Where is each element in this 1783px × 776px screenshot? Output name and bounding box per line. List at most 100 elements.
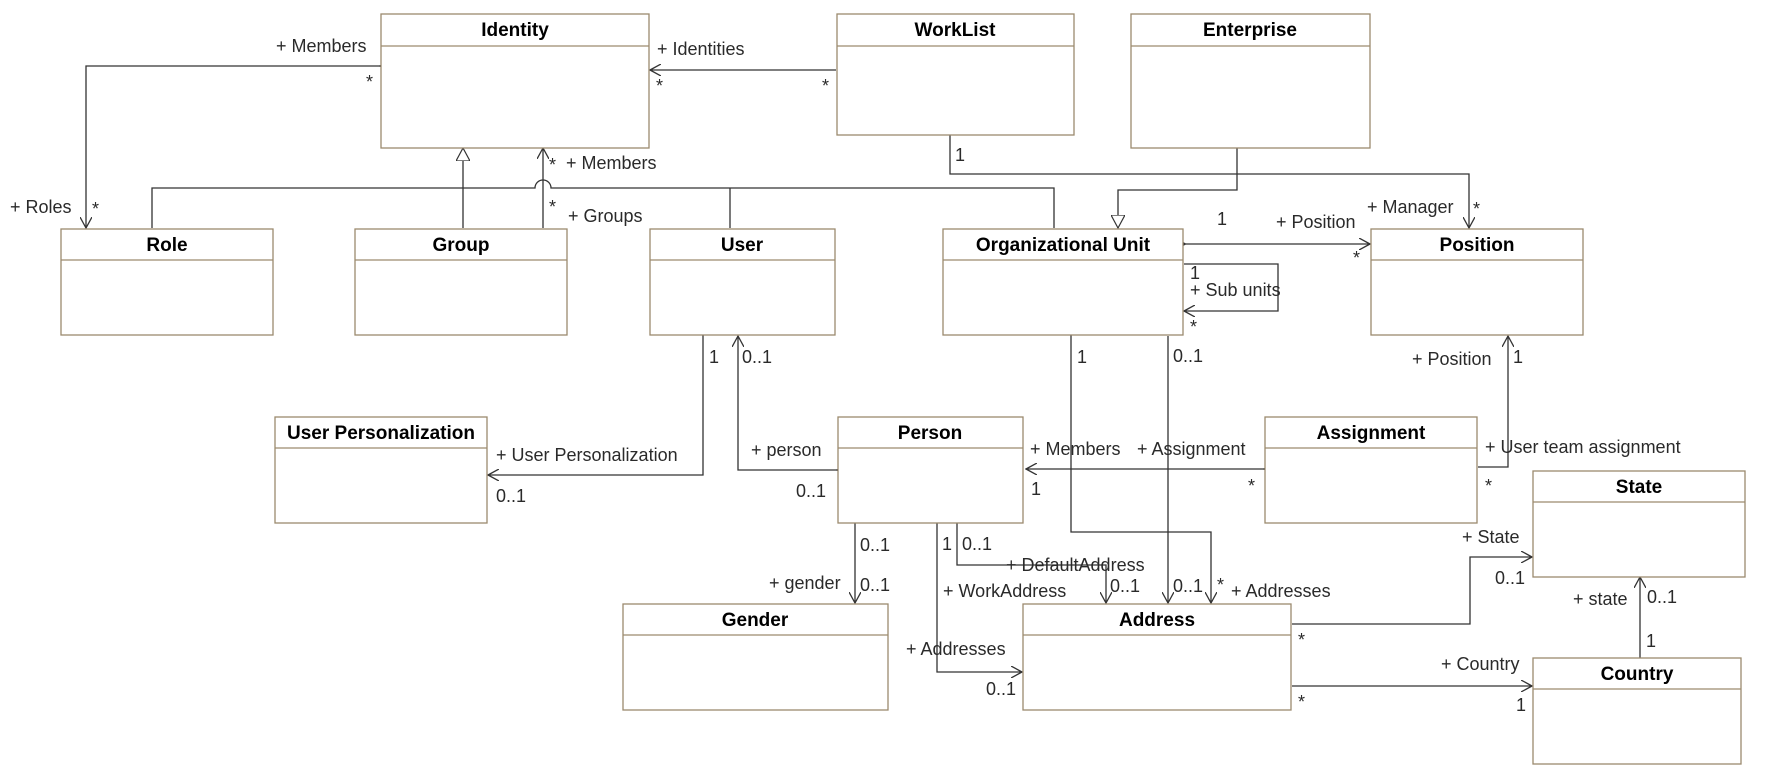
label-position: + Position xyxy=(1276,212,1356,232)
label-multiplicity: 0..1 xyxy=(742,347,772,367)
edge-identity-role xyxy=(86,66,380,228)
class-assignment[interactable]: Assignment xyxy=(1264,416,1478,524)
label-multiplicity: 1 xyxy=(1513,347,1523,367)
label-gender: + gender xyxy=(769,573,841,593)
associations xyxy=(86,66,1640,686)
label-multiplicity: * xyxy=(1217,575,1224,595)
label-multiplicity: 0..1 xyxy=(860,575,890,595)
label-state-lower: + state xyxy=(1573,589,1628,609)
class-title: Role xyxy=(146,235,187,256)
label-multiplicity: 1 xyxy=(1077,347,1087,367)
class-title: Organizational Unit xyxy=(976,235,1151,256)
class-worklist[interactable]: WorkList xyxy=(836,13,1075,136)
class-title: Person xyxy=(898,423,962,444)
label-multiplicity: 1 xyxy=(955,145,965,165)
class-person[interactable]: Person xyxy=(837,416,1024,524)
edge-user-person xyxy=(738,336,837,470)
edge-user-personalization xyxy=(488,336,703,475)
class-title: Enterprise xyxy=(1203,20,1297,41)
label-default-address: + DefaultAddress xyxy=(1006,555,1145,575)
label-multiplicity: 1 xyxy=(1031,479,1041,499)
label-multiplicity: 1 xyxy=(1646,631,1656,651)
class-enterprise[interactable]: Enterprise xyxy=(1130,13,1371,149)
label-multiplicity: 0..1 xyxy=(1495,568,1525,588)
label-multiplicity: 0..1 xyxy=(1173,346,1203,366)
class-identity[interactable]: Identity xyxy=(380,13,650,149)
label-multiplicity: * xyxy=(1473,199,1480,219)
label-identities: + Identities xyxy=(657,39,745,59)
class-address[interactable]: Address xyxy=(1022,603,1292,711)
class-title: Position xyxy=(1440,235,1515,256)
class-organizational-unit[interactable]: Organizational Unit xyxy=(942,228,1184,336)
label-work-address: + WorkAddress xyxy=(943,581,1066,601)
label-manager: + Manager xyxy=(1367,197,1454,217)
class-title: Identity xyxy=(481,20,549,41)
label-multiplicity: 0..1 xyxy=(860,535,890,555)
generalization-identity-tree xyxy=(151,179,1055,228)
class-gender[interactable]: Gender xyxy=(622,603,889,711)
class-title: Country xyxy=(1601,664,1674,685)
label-state: + State xyxy=(1462,527,1520,547)
class-title: User Personalization xyxy=(287,423,475,444)
label-position: + Position xyxy=(1412,349,1492,369)
label-multiplicity: 1 xyxy=(1217,209,1227,229)
generalization-enterprise-orgunit xyxy=(1118,148,1238,228)
edge-worklist-position xyxy=(949,135,1469,228)
label-multiplicity: 1 xyxy=(709,347,719,367)
label-multiplicity: 1 xyxy=(1190,263,1200,283)
edge-person-work-address xyxy=(937,523,1022,672)
label-multiplicity: 1 xyxy=(1516,695,1526,715)
label-multiplicity: 0..1 xyxy=(496,486,526,506)
class-group[interactable]: Group xyxy=(354,228,568,336)
class-role[interactable]: Role xyxy=(60,228,274,336)
label-groups: + Groups xyxy=(568,206,643,226)
label-multiplicity: * xyxy=(92,199,99,219)
label-user-personalization: + User Personalization xyxy=(496,445,678,465)
label-multiplicity: * xyxy=(1298,692,1305,712)
label-members: + Members xyxy=(276,36,367,56)
label-multiplicity: * xyxy=(549,197,556,217)
label-multiplicity: * xyxy=(656,76,663,96)
association-labels: + Members + Identities * * * + Roles * +… xyxy=(10,36,1681,715)
label-country: + Country xyxy=(1441,654,1520,674)
edge-orgunit-address xyxy=(1071,336,1211,603)
label-multiplicity: * xyxy=(1298,630,1305,650)
label-members: + Members xyxy=(1030,439,1121,459)
label-multiplicity: 0..1 xyxy=(1647,587,1677,607)
label-members: + Members xyxy=(566,153,657,173)
label-multiplicity: 0..1 xyxy=(962,534,992,554)
class-title: Group xyxy=(433,235,490,256)
label-person: + person xyxy=(751,440,822,460)
edge-assignment-position xyxy=(1478,336,1508,468)
label-multiplicity: * xyxy=(366,72,373,92)
label-sub-units: + Sub units xyxy=(1190,280,1281,300)
class-title: WorkList xyxy=(915,20,997,41)
class-country[interactable]: Country xyxy=(1532,657,1742,765)
class-title: Address xyxy=(1119,610,1195,631)
label-multiplicity: 0..1 xyxy=(796,481,826,501)
class-position[interactable]: Position xyxy=(1370,228,1584,336)
label-multiplicity: * xyxy=(1353,248,1360,268)
edge-orgunit-subunits xyxy=(1184,263,1279,311)
class-user-personalization[interactable]: User Personalization xyxy=(274,416,488,524)
class-state[interactable]: State xyxy=(1532,470,1746,578)
label-multiplicity: * xyxy=(1485,476,1492,496)
class-title: User xyxy=(721,235,764,256)
label-addresses: + Addresses xyxy=(906,639,1006,659)
class-title: Assignment xyxy=(1317,423,1426,444)
class-title: Gender xyxy=(722,610,789,631)
label-multiplicity: 0..1 xyxy=(986,679,1016,699)
class-title: State xyxy=(1616,477,1662,498)
label-assignment: + Assignment xyxy=(1137,439,1246,459)
label-addresses: + Addresses xyxy=(1231,581,1331,601)
label-multiplicity: * xyxy=(549,155,556,175)
label-multiplicity: 1 xyxy=(942,534,952,554)
label-multiplicity: 0..1 xyxy=(1110,576,1140,596)
label-multiplicity: 0..1 xyxy=(1173,576,1203,596)
label-user-team-assignment: + User team assignment xyxy=(1485,437,1681,457)
label-multiplicity: * xyxy=(1190,317,1197,337)
label-multiplicity: * xyxy=(1248,476,1255,496)
class-user[interactable]: User xyxy=(649,228,836,336)
label-multiplicity: * xyxy=(822,76,829,96)
